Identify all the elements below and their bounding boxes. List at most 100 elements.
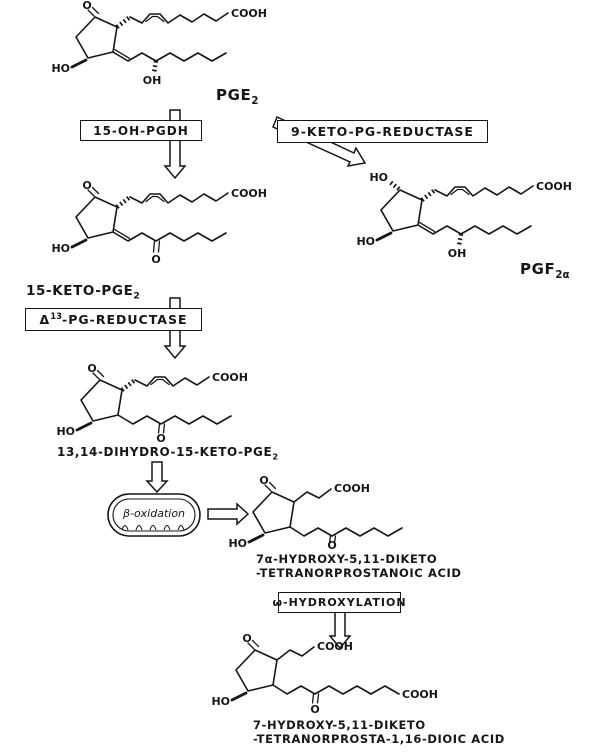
ring-bonds <box>80 379 123 422</box>
compound-name: 15-KETO-PGE <box>26 283 134 299</box>
ho-label: HO <box>356 235 375 248</box>
o-label: O <box>259 474 268 487</box>
cooh-label: COOH <box>334 482 370 495</box>
ho-label: HO <box>51 62 70 75</box>
ring-hydroxyl-bond <box>230 691 248 702</box>
ho-label: HO <box>56 425 75 438</box>
ho-label: HO <box>228 537 247 550</box>
carbonyl-bond <box>247 639 260 650</box>
compound-label-pge2: PGE2 <box>216 86 258 107</box>
structure-tetranor-acid: O HO COOH O <box>228 474 403 552</box>
o-label: O <box>82 0 91 12</box>
compound-label-15-keto-pge2: 15-KETO-PGE2 <box>26 283 140 302</box>
compound-subscript: 2α <box>555 270 570 281</box>
ring-bonds <box>75 196 118 239</box>
ho-label: HO <box>211 695 230 708</box>
lower-chain <box>117 414 232 425</box>
enzyme-box-9-keto-pg-reductase: 9-KETO-PG-REDUCTASE <box>277 120 488 143</box>
compound-subscript: 2 <box>133 290 140 302</box>
enzyme-label: ω-HYDROXYLATION <box>272 596 407 609</box>
compound-label-dihydro-15-keto-pge2: 13,14-DIHYDRO-15-KETO-PGE2 <box>57 445 278 461</box>
structure-pge2: O HO COOH OH <box>51 0 267 87</box>
compound-name-line2: -TETRANORPROSTANOIC ACID <box>256 566 462 580</box>
hydroxyl-stereo-bond <box>456 233 464 247</box>
mitochondrion-outer-membrane <box>107 493 201 537</box>
enzyme-box-omega-hydroxylation: ω-HYDROXYLATION <box>272 592 406 613</box>
lower-chain <box>272 684 400 695</box>
carbonyl-bond <box>87 186 100 197</box>
cooh-label: COOH <box>536 180 572 193</box>
upper-chain <box>129 12 229 24</box>
o-label: O <box>327 539 336 552</box>
lower-chain <box>289 526 403 537</box>
cristae <box>121 524 185 531</box>
cooh-label: COOH <box>212 371 248 384</box>
stereo-bond <box>115 15 132 29</box>
ketone-bond <box>152 240 161 253</box>
ring-hydroxyl-bond <box>375 231 393 242</box>
cis-double-bond <box>150 378 170 386</box>
compound-name-line2: -TETRANORPROSTA-1,16-DIOIC ACID <box>253 732 505 746</box>
structure-dioic-acid: O HO COOH O COOH <box>211 632 438 716</box>
o-label: O <box>242 632 251 645</box>
lower-chain <box>112 51 227 62</box>
upper-chain <box>293 488 332 503</box>
ring-bonds <box>380 189 423 232</box>
ring-hydroxyl-bond <box>247 533 265 544</box>
oh-label: OH <box>448 247 467 260</box>
compound-name: 13,14-DIHYDRO-15-KETO-PGE <box>57 445 273 459</box>
beta-oxidation-label: β-oxidation <box>122 507 185 520</box>
ring-hydroxyl-bond <box>70 58 88 69</box>
cooh-label: COOH <box>231 7 267 20</box>
cooh-label: COOH <box>317 640 353 653</box>
upper-chain <box>434 185 534 197</box>
delta13-superscript: 13 <box>50 311 63 322</box>
trans-double-bond <box>113 228 131 240</box>
cooh-label: COOH <box>402 688 438 701</box>
cooh-label: COOH <box>231 187 267 200</box>
compound-name: PGE <box>216 86 252 104</box>
compound-label-tetranor-acid: 7α-HYDROXY-5,11-DIKETO -TETRANORPROSTANO… <box>256 552 462 580</box>
ho-label: HO <box>369 171 388 184</box>
enzyme-box-15-oh-pgdh: 15-OH-PGDH <box>80 120 202 141</box>
o-label: O <box>151 253 160 266</box>
upper-chain <box>129 192 229 204</box>
cis-double-bond <box>145 15 165 23</box>
compound-name-line1: 7-HYDROXY-5,11-DIKETO <box>253 718 426 732</box>
stereo-bond <box>420 188 437 202</box>
cis-double-bond <box>145 195 165 203</box>
lower-chain <box>112 231 227 242</box>
structure-dihydro-15-keto-pge2: O HO COOH O <box>56 362 248 445</box>
carbonyl-bond <box>264 481 277 492</box>
ho-label: HO <box>51 242 70 255</box>
o-label: O <box>156 432 165 445</box>
stereo-bond <box>115 195 132 209</box>
trans-double-bond <box>113 48 131 60</box>
structure-pgf2alpha: HO HO COOH OH <box>356 171 572 260</box>
compound-name-line1: 7α-HYDROXY-5,11-DIKETO <box>256 552 438 566</box>
mitochondrion-inner-membrane <box>112 498 196 532</box>
cis-double-bond <box>450 188 470 196</box>
enzyme-label: 9-KETO-PG-REDUCTASE <box>291 124 474 139</box>
compound-label-pgf2alpha: PGF2α <box>520 260 569 281</box>
enzyme-label: 15-OH-PGDH <box>93 123 189 138</box>
compound-label-dioic-acid: 7-HYDROXY-5,11-DIKETO -TETRANORPROSTA-1,… <box>253 718 505 746</box>
compound-subscript: 2 <box>251 96 259 107</box>
arrow-to-beta-oxidation <box>145 461 169 494</box>
ketone-bond <box>328 535 337 544</box>
structure-15-keto-pge2: O HO COOH O <box>51 179 267 266</box>
lower-chain <box>417 224 532 235</box>
ring-hydroxyl-bond <box>75 421 93 432</box>
ring-hydroxyl-stereo-bond <box>388 180 401 191</box>
carbonyl-bond <box>87 6 100 17</box>
ring-bonds <box>75 16 118 59</box>
oh-label: OH <box>143 74 162 87</box>
o-label: O <box>87 362 96 375</box>
enzyme-label: Δ13-PG-REDUCTASE <box>39 311 188 328</box>
upper-chain <box>276 646 315 661</box>
o-label: O <box>310 703 319 716</box>
trans-double-bond <box>418 221 436 233</box>
carbonyl-bond <box>92 369 105 380</box>
